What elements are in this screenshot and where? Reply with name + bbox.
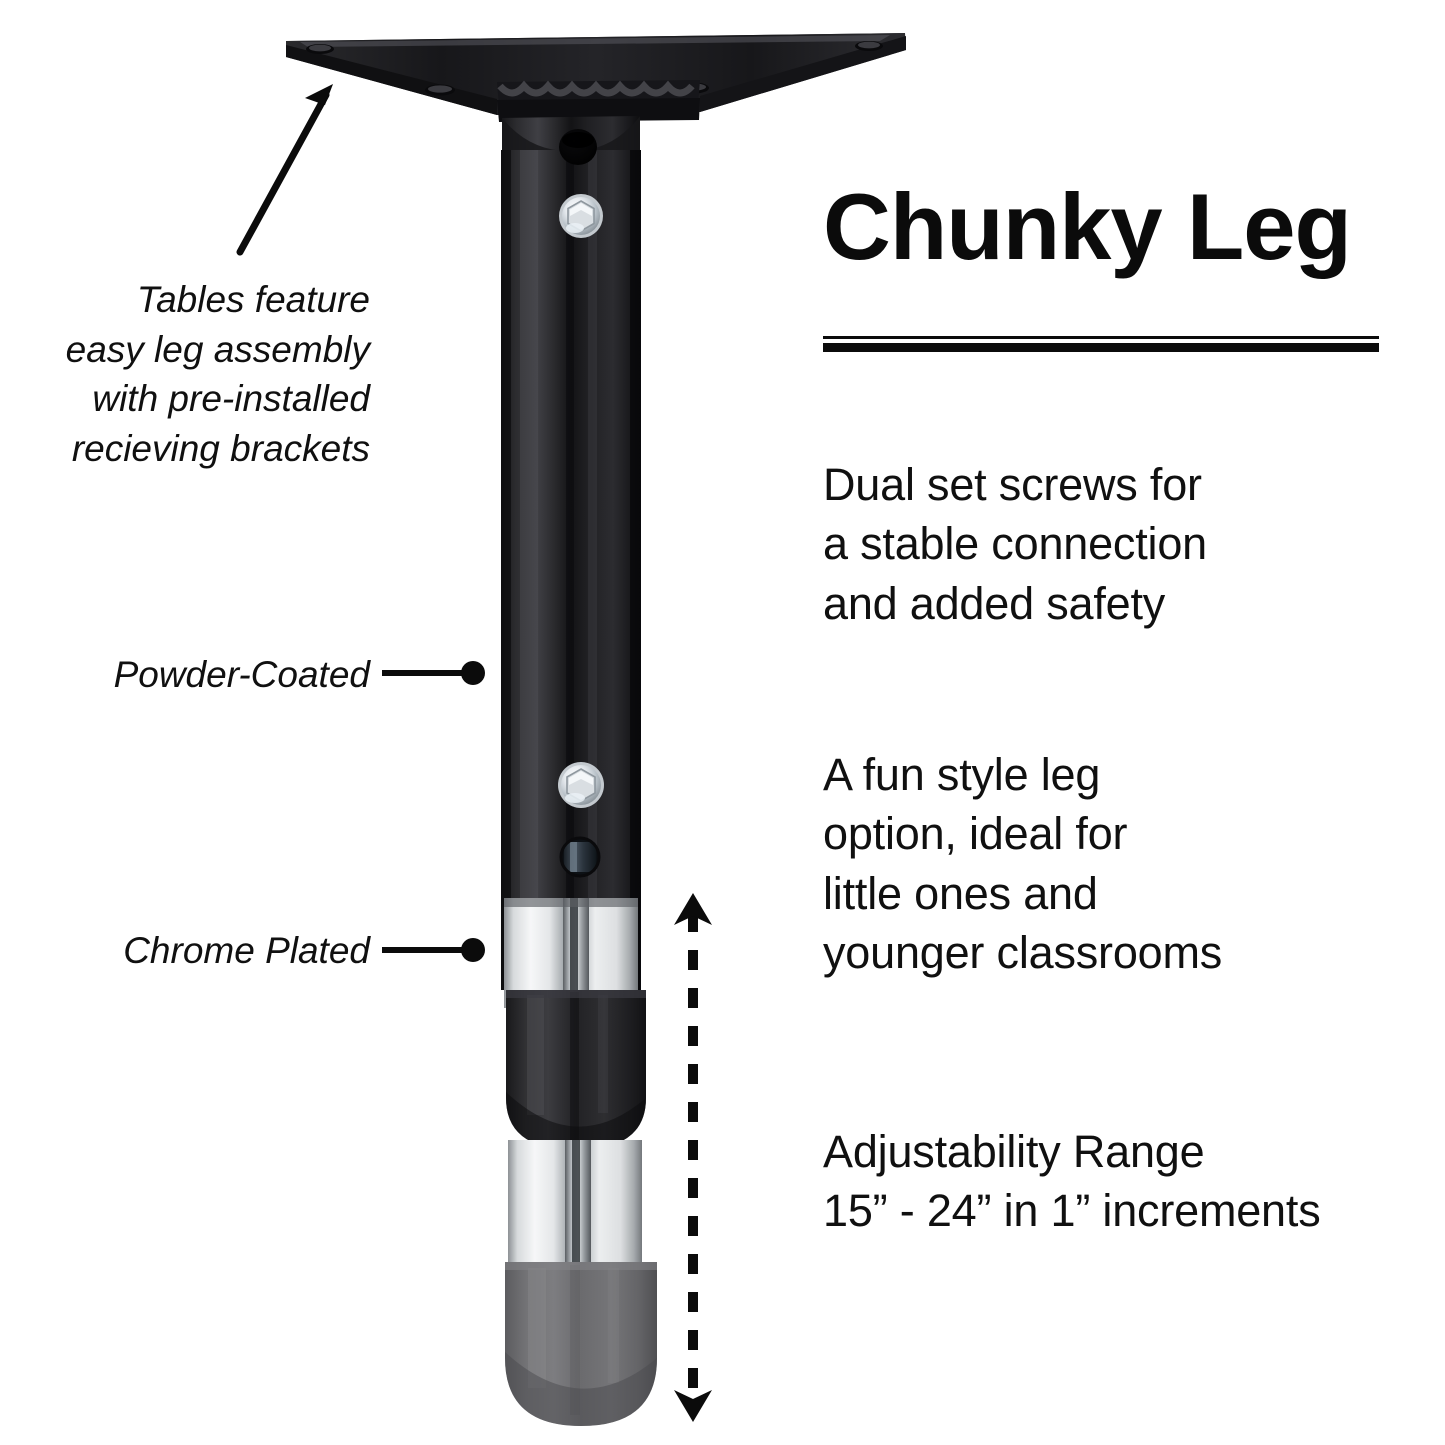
feature-style-line-2: option, ideal for bbox=[823, 808, 1128, 860]
feature-set-screws-line-1: Dual set screws for bbox=[823, 459, 1202, 510]
chrome-plated-tube bbox=[504, 898, 638, 1008]
assembly-arrow bbox=[236, 84, 333, 256]
bumper-sleeve bbox=[506, 990, 646, 1150]
chrome-plated-leader-dot bbox=[461, 938, 485, 962]
adjustment-hole-upper bbox=[559, 129, 597, 165]
feature-style-line-4: younger classrooms bbox=[823, 927, 1223, 979]
title-divider-thick-rule bbox=[823, 343, 1379, 352]
feature-set-screws: Dual set screws for a stable connection … bbox=[823, 455, 1403, 633]
set-screw-upper bbox=[559, 194, 603, 238]
feature-adjustability-range-line-1: Adjustability Range bbox=[823, 1126, 1205, 1177]
callout-powder-coated-label: Powder-Coated bbox=[113, 654, 370, 695]
title-divider bbox=[823, 336, 1379, 352]
title-divider-gap bbox=[823, 339, 1379, 343]
callout-assembly-line-1: Tables feature bbox=[136, 279, 370, 320]
product-title: Chunky Leg bbox=[823, 174, 1352, 279]
chrome-tube-lower bbox=[508, 1140, 642, 1270]
adjustment-hole-lower bbox=[559, 836, 601, 878]
feature-adjustability-range-line-2: 15” - 24” in 1” increments bbox=[823, 1185, 1321, 1237]
powder-coated-leader-line bbox=[382, 670, 468, 676]
feature-style-line-1: A fun style leg bbox=[823, 749, 1101, 800]
powder-coated-tube bbox=[501, 116, 641, 990]
callout-assembly-line-3: with pre-installed bbox=[92, 378, 370, 420]
feature-style: A fun style leg option, ideal for little… bbox=[823, 745, 1403, 983]
callout-assembly-text: Tables feature easy leg assembly with pr… bbox=[10, 275, 370, 473]
glide-cap bbox=[505, 1262, 657, 1426]
adjustability-dimension-arrow bbox=[674, 893, 712, 1422]
title-divider-thin-rule bbox=[823, 336, 1379, 339]
feature-adjustability-range: Adjustability Range 15” - 24” in 1” incr… bbox=[823, 1122, 1423, 1241]
mounting-plate bbox=[286, 33, 906, 122]
callout-assembly-line-4: recieving brackets bbox=[71, 427, 370, 469]
chrome-plated-leader-line bbox=[382, 947, 468, 953]
feature-set-screws-line-3: and added safety bbox=[823, 577, 1166, 629]
callout-chrome-plated-label: Chrome Plated bbox=[123, 930, 370, 971]
feature-style-line-3: little ones and bbox=[823, 867, 1098, 919]
set-screw-lower bbox=[558, 762, 604, 808]
powder-coated-leader-dot bbox=[461, 661, 485, 685]
callout-assembly-line-2: easy leg assembly bbox=[65, 328, 370, 370]
feature-set-screws-line-2: a stable connection bbox=[823, 518, 1207, 570]
